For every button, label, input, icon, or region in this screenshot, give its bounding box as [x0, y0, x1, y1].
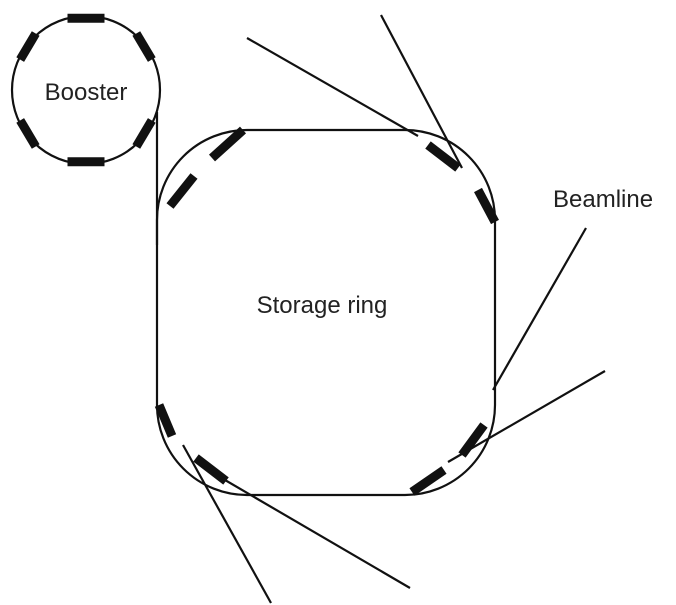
- storage-magnet: [208, 126, 247, 162]
- booster-magnet: [132, 118, 156, 149]
- storage-ring: Storage ring: [154, 126, 499, 497]
- beamline-label: Beamline: [553, 186, 653, 213]
- storage-magnet: [474, 187, 499, 225]
- storage-ring-label: Storage ring: [257, 292, 388, 319]
- beamline: [182, 444, 272, 604]
- booster-magnet: [16, 118, 40, 149]
- beamline: [246, 37, 419, 137]
- booster-label: Booster: [45, 79, 128, 106]
- storage-ring-magnets: [154, 126, 499, 496]
- storage-magnet: [425, 141, 461, 172]
- storage-magnet: [154, 403, 177, 438]
- storage-magnet: [458, 422, 488, 458]
- beamline: [212, 472, 411, 589]
- booster-magnets: [16, 13, 156, 167]
- beamlines: Beamline: [182, 14, 653, 604]
- booster-ring: Booster: [10, 13, 162, 167]
- storage-magnet: [166, 173, 198, 209]
- beamline: [380, 14, 463, 169]
- beamline: [492, 227, 587, 391]
- booster-magnet: [132, 31, 156, 62]
- beamline: [447, 370, 606, 463]
- booster-magnet: [16, 31, 40, 62]
- storage-magnet: [409, 466, 447, 496]
